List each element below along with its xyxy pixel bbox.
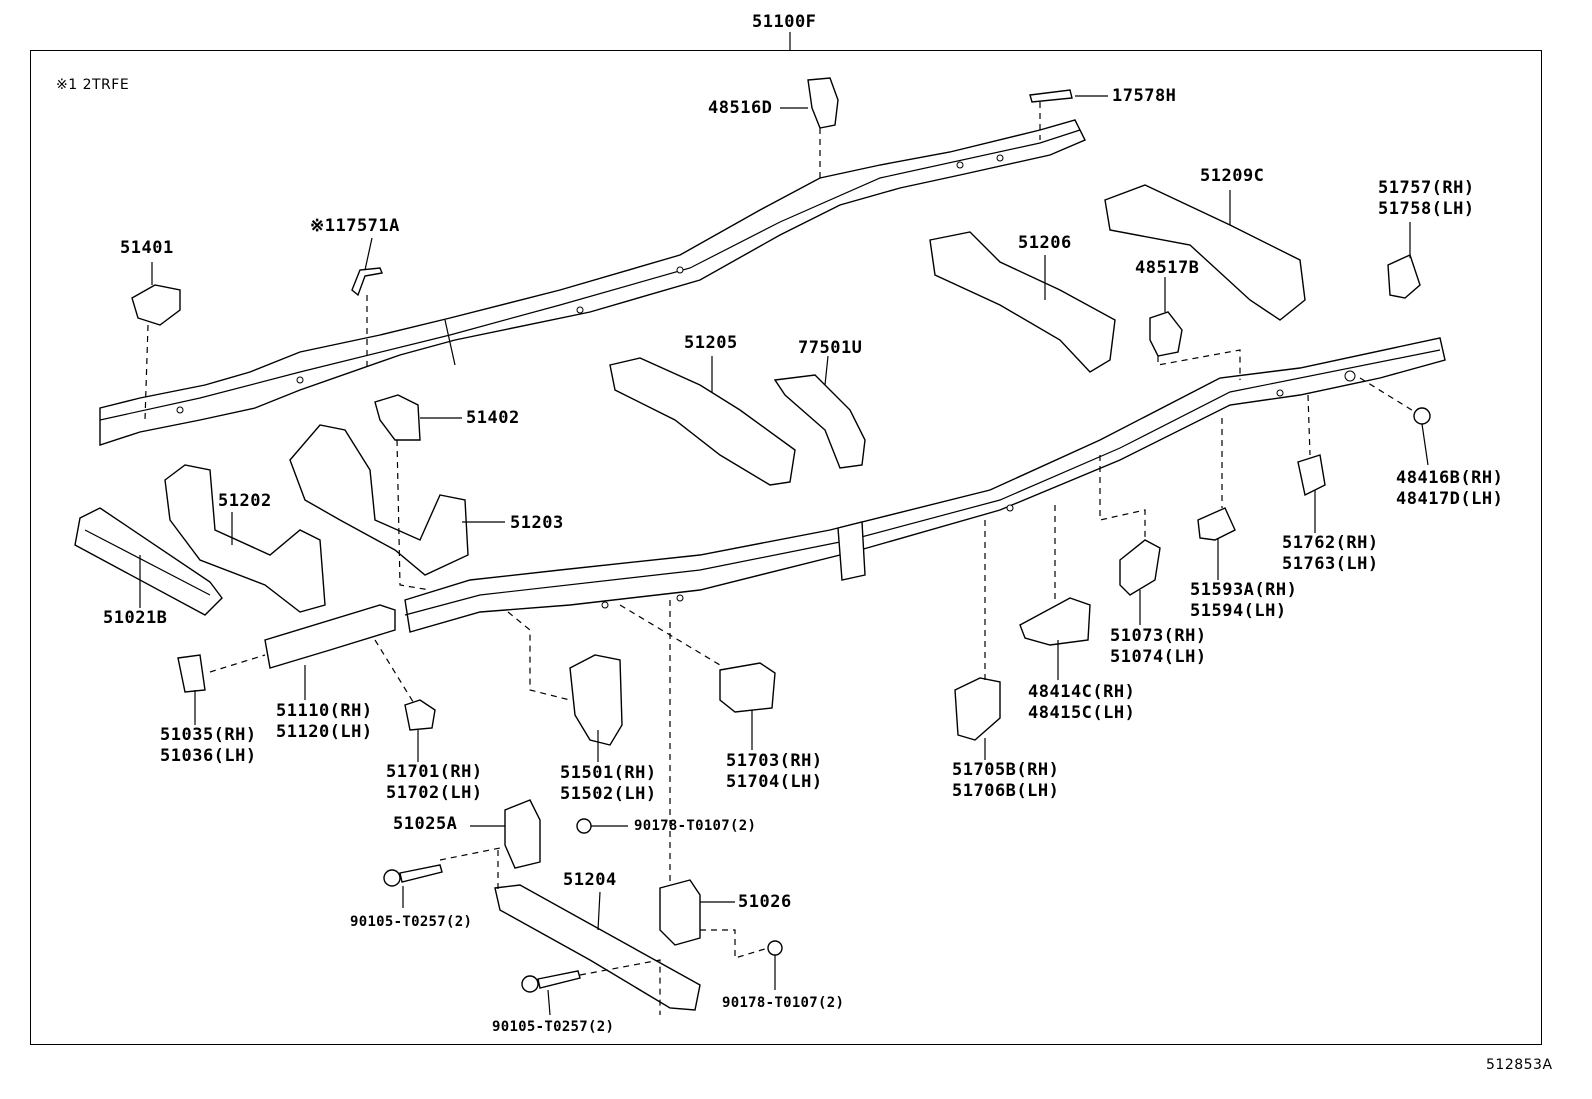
bracket-51501 [569, 654, 623, 746]
label-51757: 51757(RH) [1378, 178, 1475, 198]
label-90178-upper: 90178-T0107(2) [634, 818, 757, 834]
crossmember-51209C [1104, 184, 1306, 321]
label-90105-upper: 90105-T0257(2) [350, 914, 473, 930]
diagram-id: 512853A [1486, 1057, 1553, 1073]
nut-90178-upper [576, 818, 592, 834]
label-48417D: 48417D(LH) [1396, 489, 1504, 509]
label-48517B: 48517B [1135, 258, 1200, 278]
bracket-51701 [404, 699, 436, 731]
label-51025A: 51025A [393, 814, 458, 834]
bracket-51593A [1197, 507, 1236, 541]
label-51762: 51762(RH) [1282, 533, 1379, 553]
bracket-51026 [659, 879, 701, 946]
label-51701: 51701(RH) [386, 762, 483, 782]
bracket-17578H [1029, 89, 1073, 103]
crossmember-51202 [164, 464, 326, 613]
note-engine-code: ※1 2TRFE [56, 77, 130, 93]
label-51501: 51501(RH) [560, 763, 657, 783]
bracket-77501U [773, 374, 866, 469]
label-51594: 51594(LH) [1190, 601, 1287, 621]
label-48416B: 48416B(RH) [1396, 468, 1504, 488]
label-51705B: 51705B(RH) [952, 760, 1060, 780]
label-51703: 51703(RH) [726, 751, 823, 771]
bracket-51762 [1297, 454, 1326, 497]
label-51073: 51073(RH) [1110, 626, 1207, 646]
diagram-frame [30, 50, 1542, 1045]
label-51036: 51036(LH) [160, 746, 257, 766]
label-51704: 51704(LH) [726, 772, 823, 792]
label-48414C: 48414C(RH) [1028, 682, 1136, 702]
bracket-51705B [954, 677, 1001, 741]
label-17571A: ※117571A [310, 216, 400, 236]
label-51593A: 51593A(RH) [1190, 580, 1298, 600]
bracket-48516D [807, 77, 839, 129]
label-51758: 51758(LH) [1378, 199, 1475, 219]
bracket-48517B [1149, 311, 1183, 357]
label-51402: 51402 [466, 408, 520, 428]
label-51074: 51074(LH) [1110, 647, 1207, 667]
label-51706B: 51706B(LH) [952, 781, 1060, 801]
label-48516D: 48516D [708, 98, 773, 118]
label-51205: 51205 [684, 333, 738, 353]
crossmember-51204 [494, 884, 701, 1011]
right-frame-rail [404, 337, 1446, 633]
bracket-51073 [1119, 539, 1161, 596]
bushing-48416B [1413, 407, 1431, 425]
leader-lines [139, 95, 1429, 1016]
label-77501U: 77501U [798, 338, 863, 358]
label-51401: 51401 [120, 238, 174, 258]
label-51021B: 51021B [103, 608, 168, 628]
label-51202: 51202 [218, 491, 272, 511]
bracket-51401 [131, 284, 181, 326]
label-51035: 51035(RH) [160, 725, 257, 745]
bolt-90105-lower [521, 970, 581, 993]
crossmember-51206 [929, 231, 1116, 373]
label-51100F: 51100F [752, 12, 817, 32]
assembly-dashed-lines [144, 102, 1416, 1015]
bracket-51703 [719, 662, 776, 713]
label-90178-lower: 90178-T0107(2) [722, 995, 845, 1011]
label-51702: 51702(LH) [386, 783, 483, 803]
label-48415C: 48415C(LH) [1028, 703, 1136, 723]
bracket-48414C [1019, 597, 1091, 646]
pin-17571A [351, 267, 383, 297]
label-51026: 51026 [738, 892, 792, 912]
label-51206: 51206 [1018, 233, 1072, 253]
label-51120: 51120(LH) [276, 722, 373, 742]
crossmember-51203 [289, 424, 469, 576]
bracket-51402 [374, 394, 421, 441]
nut-90178-lower [767, 940, 783, 956]
bolt-90105-upper [383, 864, 443, 887]
crossmember-51021B [74, 507, 223, 616]
left-frame-rail [99, 119, 1086, 446]
plate-51035 [177, 654, 206, 693]
bracket-51757 [1387, 254, 1421, 299]
label-51763: 51763(LH) [1282, 554, 1379, 574]
label-51110: 51110(RH) [276, 701, 373, 721]
front-rail-51110 [264, 604, 396, 669]
bracket-51025A [504, 799, 541, 869]
label-90105-lower: 90105-T0257(2) [492, 1019, 615, 1035]
label-51502: 51502(LH) [560, 784, 657, 804]
label-51209C: 51209C [1200, 166, 1265, 186]
label-17578H: 17578H [1112, 86, 1177, 106]
label-51204: 51204 [563, 870, 617, 890]
label-51203: 51203 [510, 513, 564, 533]
crossmember-51205 [609, 357, 796, 486]
